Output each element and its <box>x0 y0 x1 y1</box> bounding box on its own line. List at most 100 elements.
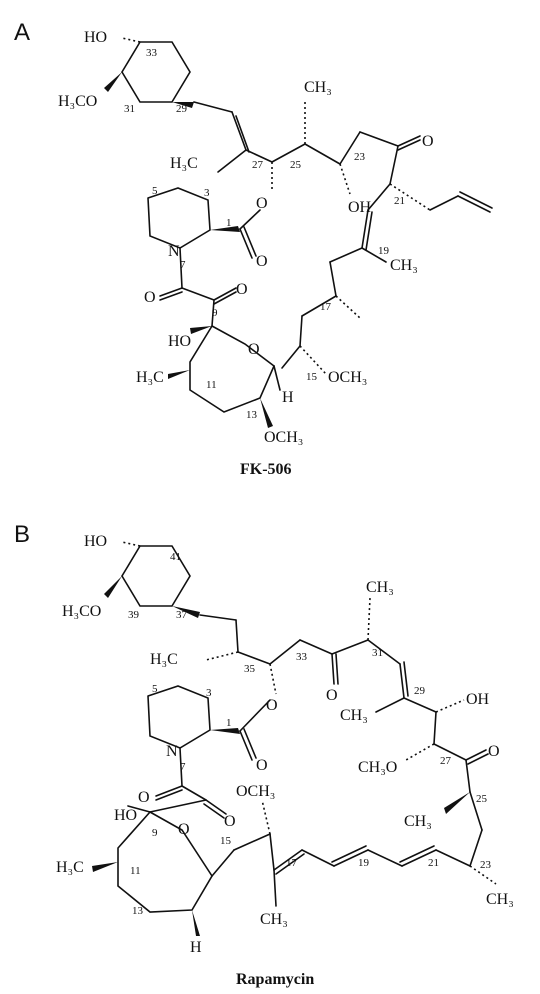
fk506-locant-7: 7 <box>180 259 186 271</box>
fk506-ho-label: HO <box>84 29 107 46</box>
rapa-piperidine-ring <box>147 685 271 787</box>
rapa-caption: Rapamycin <box>236 971 314 988</box>
panel-a-letter: A <box>14 19 30 46</box>
rapa-triene <box>269 833 471 907</box>
rapa-ch3o-c27-label: CH₃O <box>358 759 397 776</box>
rapa-pyran-ring <box>92 805 213 936</box>
rapa-locant-37: 37 <box>176 609 188 621</box>
fk506-n-label: N <box>168 243 180 260</box>
rapa-c16-c15 <box>211 799 271 877</box>
fk506-locant-27: 27 <box>252 159 264 171</box>
fk506-ho-c10-label: HO <box>168 333 191 350</box>
rapa-diketo-amide <box>149 785 227 819</box>
rapa-ch3-c29-label: CH₃ <box>340 707 368 724</box>
fk506-locant-3: 3 <box>204 187 210 199</box>
fk506-locant-23: 23 <box>354 151 366 163</box>
rapa-och3-c16-label: OCH₃ <box>236 783 275 800</box>
fk506-locant-29: 29 <box>176 103 188 115</box>
fk506-locant-21: 21 <box>394 195 405 207</box>
panel-a: A HO H₃CO 33 31 29 <box>14 19 493 478</box>
fk506-locant-13: 13 <box>246 409 258 421</box>
rapa-oh-c28-label: OH <box>466 691 490 708</box>
fk506-pyran-o-label: O <box>248 341 260 358</box>
rapa-locant-1: 1 <box>226 717 232 729</box>
rapa-locant-19: 19 <box>358 857 370 869</box>
fk506-h3c-c27-label: H₃C <box>170 155 198 172</box>
fk506-lower-right-chain <box>281 209 387 375</box>
rapa-locant-5: 5 <box>152 683 158 695</box>
fk506-diketo-amide <box>159 287 237 327</box>
rapa-ester-o-label: O <box>266 697 278 714</box>
fk506-ch3-c25-label: CH₃ <box>304 79 332 96</box>
rapa-keto-o-label: O <box>224 813 236 830</box>
rapa-locant-11: 11 <box>130 865 141 877</box>
panel-b-letter: B <box>14 521 30 548</box>
rapa-locant-21: 21 <box>428 857 439 869</box>
fk506-h-c14-label: H <box>282 389 294 406</box>
fk506-ester-o-label: O <box>256 195 268 212</box>
fk506-cyclohexyl-ring <box>104 37 194 108</box>
fk506-locant-11: 11 <box>206 379 217 391</box>
fk506-locant-25: 25 <box>290 159 302 171</box>
fk506-amide-o-label: O <box>144 289 156 306</box>
rapa-h3co-label: H₃CO <box>62 603 101 620</box>
fk506-oh-c24-label: OH <box>348 199 372 216</box>
rapa-locant-15: 15 <box>220 835 232 847</box>
fk506-och3-c15-label: OCH₃ <box>328 369 367 386</box>
rapa-h3c-c35-label: H₃C <box>150 651 178 668</box>
fk506-ketone-o-label: O <box>422 133 434 150</box>
fk506-h3c-c11-label: H₃C <box>136 369 164 386</box>
rapa-locant-23: 23 <box>480 859 492 871</box>
rapa-amide-o-label: O <box>138 789 150 806</box>
fk506-ester-co-label: O <box>256 253 268 270</box>
fk506-pyran-ring <box>168 325 281 428</box>
rapa-locant-9: 9 <box>152 827 158 839</box>
rapa-locant-31: 31 <box>372 647 383 659</box>
fk506-locant-33: 33 <box>146 47 158 59</box>
fk506-keto-o-label: O <box>236 281 248 298</box>
fk506-locant-19: 19 <box>378 245 390 257</box>
rapa-locant-17: 17 <box>286 857 298 869</box>
fk506-upper-chain <box>193 100 421 195</box>
panel-b: B HO H₃CO 41 39 37 <box>14 521 514 988</box>
rapa-locant-3: 3 <box>206 687 212 699</box>
rapa-ho-c10-label: HO <box>114 807 137 824</box>
rapa-ch3-c17-label: CH₃ <box>260 911 288 928</box>
fk506-allyl-group <box>367 183 493 213</box>
rapa-cyclohexyl-ring <box>104 541 200 618</box>
fk506-locant-9: 9 <box>212 307 218 319</box>
rapa-locant-25: 25 <box>476 793 488 805</box>
fk506-locant-1: 1 <box>226 217 232 229</box>
fk506-locant-5: 5 <box>152 185 158 197</box>
rapa-n-label: N <box>166 743 178 760</box>
fk506-locant-15: 15 <box>306 371 318 383</box>
rapa-h3c-c11-label: H₃C <box>56 859 84 876</box>
rapa-locant-35: 35 <box>244 663 256 675</box>
fk506-h3co-label: H₃CO <box>58 93 97 110</box>
rapa-locant-27: 27 <box>440 755 452 767</box>
rapa-locant-29: 29 <box>414 685 426 697</box>
rapa-ch3-c25-label: CH₃ <box>404 813 432 830</box>
rapa-locant-33: 33 <box>296 651 308 663</box>
rapa-locant-13: 13 <box>132 905 144 917</box>
fk506-locant-17: 17 <box>320 301 332 313</box>
rapa-h-c14-label: H <box>190 939 202 956</box>
rapa-locant-41: 41 <box>170 551 181 563</box>
rapa-locant-7: 7 <box>180 761 186 773</box>
rapa-pyran-o-label: O <box>178 821 190 838</box>
fk506-locant-31: 31 <box>124 103 135 115</box>
rapa-ch3-c23-label: CH₃ <box>486 891 514 908</box>
rapa-ester-co-label: O <box>256 757 268 774</box>
rapa-locant-39: 39 <box>128 609 140 621</box>
rapa-ch3-c31-label: CH₃ <box>366 579 394 596</box>
rapa-upper-chain <box>199 597 497 885</box>
fk506-caption: FK-506 <box>240 461 292 478</box>
fk506-och3-c13-label: OCH₃ <box>264 429 303 446</box>
rapa-ketone-o-label: O <box>326 687 338 704</box>
rapa-ho-label: HO <box>84 533 107 550</box>
fk506-piperidine-ring <box>147 187 261 289</box>
rapa-ketone2-o-label: O <box>488 743 500 760</box>
fk506-ch3-c19-label: CH₃ <box>390 257 418 274</box>
